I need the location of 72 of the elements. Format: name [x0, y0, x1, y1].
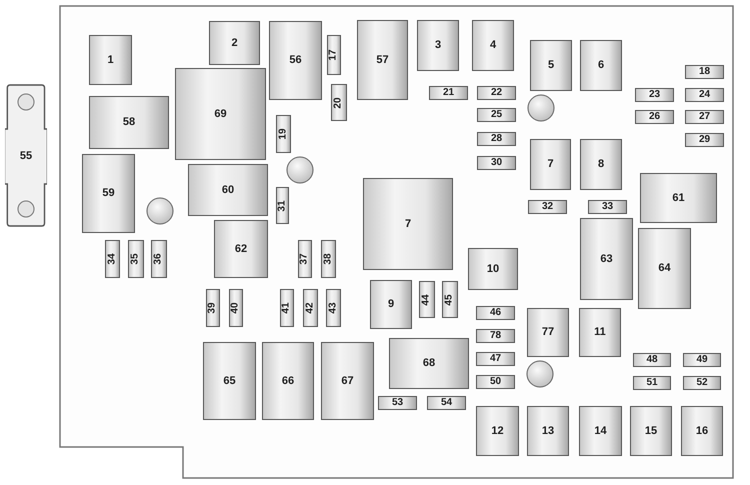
fuse: 47 — [476, 352, 515, 366]
fuse: 34 — [105, 240, 120, 278]
fuse: 22 — [477, 86, 516, 100]
relay: 16 — [681, 406, 723, 456]
relay: 66 — [262, 342, 314, 420]
fuse: 35 — [128, 240, 144, 278]
relay: 57 — [357, 20, 408, 100]
relay: 10 — [468, 248, 518, 290]
fuse: 25 — [477, 108, 516, 122]
fuse: 31 — [276, 187, 289, 224]
fuse: 49 — [683, 353, 721, 367]
relay: 1 — [89, 35, 132, 85]
fuse: 18 — [685, 65, 724, 79]
fuse: 50 — [476, 375, 515, 389]
relay: 67 — [321, 342, 374, 420]
fuse: 52 — [683, 376, 721, 390]
relay: 60 — [188, 164, 268, 216]
relay: 2 — [209, 21, 260, 65]
fuse: 29 — [685, 133, 724, 147]
fuse: 38 — [321, 240, 336, 278]
relay: 62 — [214, 220, 268, 278]
fuse-strip: 55 — [5, 84, 47, 227]
relay: 77 — [527, 308, 569, 357]
fuse: 33 — [588, 200, 627, 214]
fuse: 36 — [151, 240, 167, 278]
relay: 5 — [530, 40, 572, 91]
fuse: 17 — [327, 35, 341, 75]
fuse: 45 — [442, 281, 458, 318]
fuse: 41 — [280, 289, 294, 327]
fuse: 37 — [298, 240, 312, 278]
relay: 68 — [389, 338, 469, 389]
relay: 8 — [580, 139, 622, 190]
fuse: 54 — [427, 396, 466, 410]
relay: 65 — [203, 342, 256, 420]
fuse: 28 — [477, 132, 516, 146]
fuse: 78 — [476, 329, 515, 343]
fuse: 26 — [635, 110, 674, 124]
relay: 9 — [370, 280, 412, 329]
relay: 14 — [579, 406, 622, 456]
relay: 56 — [269, 21, 322, 100]
fuse: 32 — [528, 200, 567, 214]
fuse: 48 — [633, 353, 671, 367]
fuse: 53 — [378, 396, 417, 410]
relay: 12 — [476, 406, 519, 456]
relay: 15 — [630, 406, 672, 456]
relay: 13 — [527, 406, 569, 456]
fuse: 23 — [635, 88, 674, 102]
relay: 69 — [175, 68, 266, 160]
relay: 59 — [82, 154, 135, 233]
relay: 6 — [580, 40, 622, 91]
relay: 3 — [417, 20, 459, 71]
fuse: 30 — [477, 156, 516, 170]
fuse: 21 — [429, 86, 468, 100]
fuse: 24 — [685, 88, 724, 102]
relay: 7 — [530, 139, 571, 190]
fuse: 19 — [276, 115, 291, 153]
fuse: 27 — [685, 110, 724, 124]
fuse: 46 — [476, 306, 515, 320]
relay: 11 — [579, 308, 621, 357]
relay: 7 — [363, 178, 453, 270]
relay: 58 — [89, 96, 169, 149]
fuse: 51 — [633, 376, 671, 390]
fuse: 44 — [419, 281, 435, 318]
fuse: 20 — [331, 84, 347, 121]
fuse: 39 — [206, 289, 220, 327]
relay: 64 — [638, 228, 691, 309]
relay: 63 — [580, 218, 633, 300]
fuse: 42 — [303, 289, 318, 327]
relay: 4 — [472, 20, 514, 71]
fuse: 40 — [229, 289, 243, 327]
fuse: 43 — [326, 289, 341, 327]
relay: 61 — [640, 173, 717, 223]
